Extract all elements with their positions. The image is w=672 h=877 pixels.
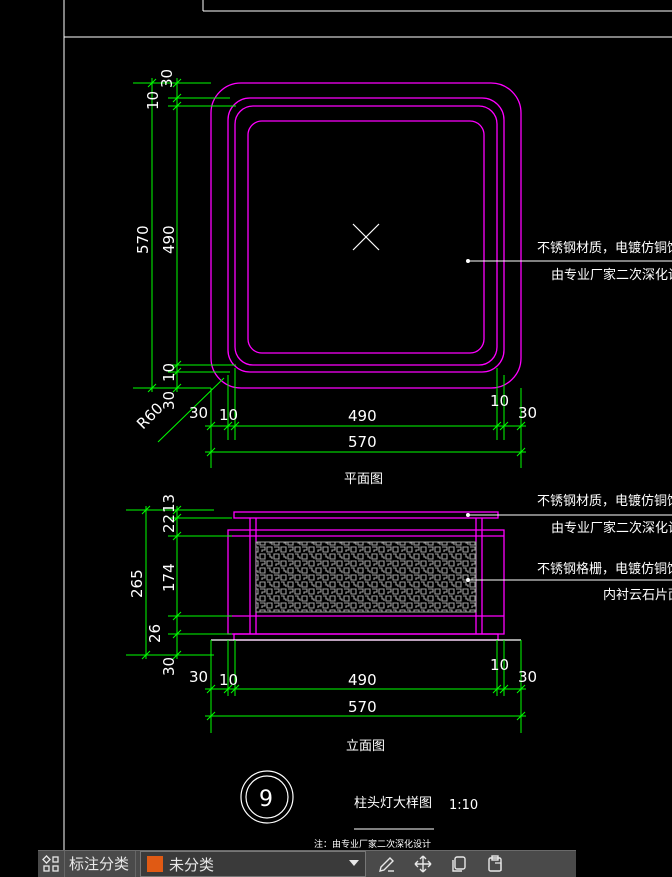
dimension-category-icon[interactable]	[38, 851, 64, 877]
plan-title: 平面图	[344, 472, 383, 487]
elevation-bottom-30-left: 30	[189, 668, 208, 686]
detail-footnote: 注：由专业厂家二次深化设计	[314, 838, 431, 850]
plan-dim-bottom-10: 10	[160, 363, 178, 382]
plan-bottom-10-right: 10	[490, 392, 509, 410]
plan-bottom-30-right: 30	[518, 404, 537, 422]
plan-outline	[211, 83, 521, 388]
plan-dim-top-30: 30	[158, 69, 176, 88]
elevation-dim-265: 265	[128, 569, 146, 598]
plan-bottom-490: 490	[348, 407, 377, 425]
elevation-bottom-570: 570	[348, 698, 377, 716]
lattice-panel	[256, 542, 476, 612]
elevation-note1-line2: 由专业厂家二次深化设	[551, 520, 672, 536]
plan-dim-490: 490	[160, 225, 178, 254]
detail-number: 9	[259, 787, 273, 812]
plan-view: 30 10 570 490 10 30 R60	[133, 69, 672, 487]
plan-dim-top-10: 10	[144, 91, 162, 110]
elevation-bottom-10-left: 10	[219, 671, 238, 689]
elevation-dim-30: 30	[160, 657, 178, 676]
elevation-note2-line1: 不锈钢格栅，电镀仿铜饰	[537, 561, 672, 577]
paste-icon[interactable]	[482, 851, 508, 877]
plan-bottom-570: 570	[348, 433, 377, 451]
plan-note-line2: 由专业厂家二次深化设	[551, 267, 672, 283]
chevron-down-icon[interactable]	[349, 860, 359, 866]
plan-bottom-30-left: 30	[189, 404, 208, 422]
elevation-title: 立面图	[346, 739, 385, 754]
detail-title-block: 9 柱头灯大样图 1:10 注：由专业厂家二次深化设计	[241, 771, 478, 850]
elevation-note1-line1: 不锈钢材质，电镀仿铜饰	[537, 493, 672, 509]
elevation-bottom-10-right: 10	[490, 656, 509, 674]
dimension-toolbar: 标注分类 未分类	[38, 850, 576, 877]
plan-dim-bottom-30: 30	[160, 391, 178, 410]
plan-note-line1: 不锈钢材质，电镀仿铜饰	[537, 240, 672, 256]
plan-bottom-10-left: 10	[219, 406, 238, 424]
elevation-dim-174: 174	[160, 563, 178, 592]
detail-title: 柱头灯大样图	[354, 796, 432, 811]
plan-center-mark	[353, 224, 379, 250]
dimension-category-label: 标注分类	[64, 851, 136, 877]
copy-icon[interactable]	[446, 851, 472, 877]
elevation-dim-13: 13	[160, 494, 178, 513]
elevation-dim-26: 26	[146, 624, 164, 643]
elevation-note2-line2: 内衬云石片面	[603, 587, 672, 603]
elevation-bottom-490: 490	[348, 671, 377, 689]
move-icon[interactable]	[410, 851, 436, 877]
elevation-bottom-30-right: 30	[518, 668, 537, 686]
category-color-swatch	[147, 856, 163, 872]
elevation-dim-22: 22	[160, 514, 178, 533]
plan-dim-570: 570	[134, 225, 152, 254]
edit-icon[interactable]	[374, 851, 400, 877]
category-select[interactable]: 未分类	[140, 851, 366, 877]
category-select-value: 未分类	[169, 854, 214, 875]
detail-scale: 1:10	[449, 798, 478, 813]
elevation-view: 13 22 265 174 26 30 30 10 490 10	[126, 493, 672, 754]
